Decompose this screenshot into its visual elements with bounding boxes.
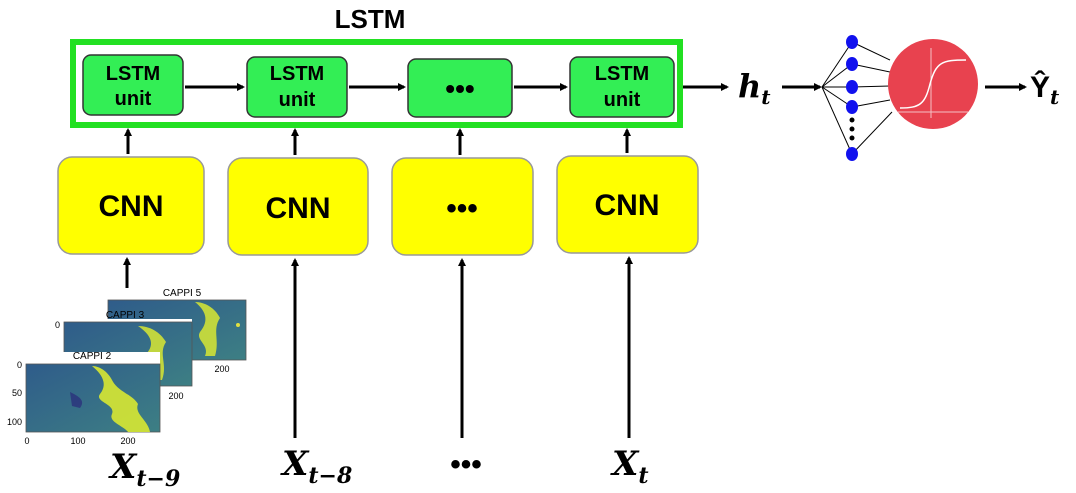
radar-x-tick: 100 bbox=[70, 436, 85, 446]
lstm-unit-sublabel: unit bbox=[604, 89, 641, 111]
ellipsis-dot-icon bbox=[849, 135, 855, 141]
ellipsis-dot-icon bbox=[849, 126, 855, 132]
radar-panel-title: CAPPI 2 bbox=[73, 351, 112, 362]
cnn-block-2: CNN bbox=[227, 157, 369, 256]
lstm-unit-4: LSTM unit bbox=[569, 56, 675, 118]
input-base: X bbox=[108, 447, 138, 487]
input-label-x-t: Xt bbox=[610, 444, 649, 489]
cnn-ellipsis-label: ••• bbox=[446, 192, 478, 225]
input-subscript: t bbox=[638, 463, 648, 489]
radar-y-tick: 0 bbox=[55, 320, 60, 330]
hidden-state-label: ht bbox=[738, 67, 771, 109]
lstm-ellipsis-label: ••• bbox=[445, 73, 474, 104]
input-label-ellipsis: ••• bbox=[450, 448, 482, 481]
cnn-label: CNN bbox=[99, 190, 164, 223]
input-label-x-t-minus-9: Xt−9 bbox=[108, 447, 180, 492]
radar-y-tick: 50 bbox=[12, 388, 22, 398]
neuron-icon bbox=[846, 147, 858, 161]
cnn-label: CNN bbox=[595, 189, 660, 222]
input-base: X bbox=[610, 444, 640, 484]
radar-image-stack: CAPPI 5 200 CAPPI 3 0 200 CAPPI 2 0 50 1… bbox=[7, 288, 247, 446]
lstm-unit-ellipsis: ••• bbox=[407, 58, 513, 118]
sigmoid-activation-icon bbox=[888, 39, 978, 129]
cnn-block-4: CNN bbox=[556, 155, 699, 254]
lstm-unit-label: LSTM bbox=[270, 63, 324, 85]
radar-panel-title: CAPPI 5 bbox=[163, 288, 202, 299]
prediction-label: Ŷt bbox=[1030, 70, 1060, 109]
neuron-icon bbox=[846, 57, 858, 71]
hidden-state-subscript: t bbox=[761, 85, 771, 109]
cnn-block-ellipsis: ••• bbox=[391, 157, 534, 256]
lstm-title: LSTM bbox=[335, 4, 406, 34]
radar-x-tick: 200 bbox=[214, 364, 229, 374]
neuron-icon bbox=[846, 100, 858, 114]
prediction-base: Ŷ bbox=[1030, 70, 1050, 104]
lstm-unit-1: LSTM unit bbox=[82, 54, 184, 116]
radar-y-tick: 100 bbox=[7, 417, 22, 427]
dense-layer bbox=[821, 35, 893, 161]
radar-y-tick: 0 bbox=[17, 360, 22, 370]
radar-x-tick: 200 bbox=[120, 436, 135, 446]
ellipsis-dot-icon bbox=[849, 117, 855, 123]
neuron-icon bbox=[846, 80, 858, 94]
radar-panel-title: CAPPI 3 bbox=[106, 310, 145, 321]
input-label-x-t-minus-8: Xt−8 bbox=[280, 444, 352, 489]
prediction-subscript: t bbox=[1050, 85, 1060, 109]
lstm-unit-label: LSTM bbox=[595, 63, 649, 85]
cnn-block-1: CNN bbox=[57, 156, 205, 255]
lstm-unit-sublabel: unit bbox=[279, 89, 316, 111]
lstm-unit-label: LSTM bbox=[106, 63, 160, 85]
radar-x-tick: 200 bbox=[168, 391, 183, 401]
lstm-unit-sublabel: unit bbox=[115, 88, 152, 110]
hidden-state-base: h bbox=[738, 67, 761, 105]
radar-x-tick: 0 bbox=[24, 436, 29, 446]
input-subscript: t−9 bbox=[136, 466, 180, 492]
radar-panel-cappi-2: CAPPI 2 0 50 100 0 100 200 bbox=[7, 351, 161, 446]
lstm-unit-2: LSTM unit bbox=[246, 56, 348, 118]
neuron-icon bbox=[846, 35, 858, 49]
cnn-label: CNN bbox=[266, 192, 331, 225]
input-subscript: t−8 bbox=[308, 463, 352, 489]
input-base: X bbox=[280, 444, 310, 484]
